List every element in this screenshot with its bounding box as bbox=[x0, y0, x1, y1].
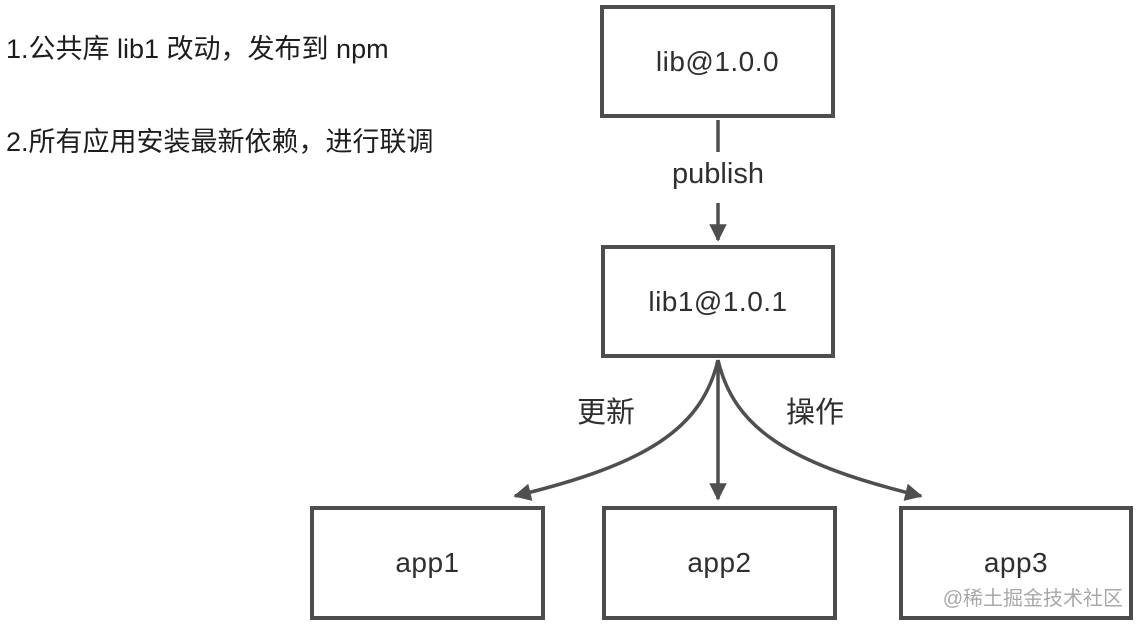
edge-lib101-app3 bbox=[716, 359, 923, 501]
node-app2-label: app2 bbox=[687, 547, 752, 578]
node-app3: app3 bbox=[899, 506, 1133, 620]
edge-label-update: 更新 bbox=[577, 397, 636, 429]
note-step-2: 2.所有应用安装最新依赖，进行联调 bbox=[6, 127, 434, 157]
note-step-1: 1.公共库 lib1 改动，发布到 npm bbox=[6, 34, 389, 64]
node-lib1-1-0-1-label: lib1@1.0.1 bbox=[648, 285, 788, 317]
edge-label-publish: publish bbox=[672, 158, 764, 190]
node-app1-label: app1 bbox=[395, 547, 460, 578]
node-lib1-1-0-1: lib1@1.0.1 bbox=[601, 245, 835, 358]
node-lib-1-0-0-label: lib@1.0.0 bbox=[655, 45, 780, 77]
watermark: @稀土掘金技术社区 bbox=[942, 588, 1123, 610]
edge-lib101-app1 bbox=[513, 359, 720, 501]
node-lib-1-0-0: lib@1.0.0 bbox=[600, 5, 835, 118]
node-app1: app1 bbox=[310, 506, 545, 620]
node-app2: app2 bbox=[602, 506, 837, 620]
node-app3-label: app3 bbox=[983, 547, 1049, 578]
edge-label-operate: 操作 bbox=[786, 397, 845, 429]
